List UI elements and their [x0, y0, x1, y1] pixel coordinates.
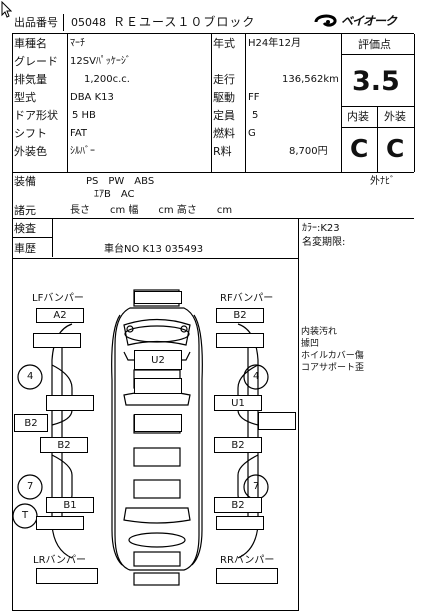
damage-mark-left-door: B2 — [40, 437, 88, 453]
fuel-value: G — [248, 128, 256, 139]
drive-value: FF — [248, 92, 260, 103]
year-label: 年式 — [213, 37, 235, 50]
blank-mark-box — [46, 395, 94, 411]
chassis-number: 車台NO K13 035493 — [104, 244, 204, 255]
damage-mark-left-edge: B2 — [14, 414, 48, 432]
note-1: 内装汚れ — [301, 327, 338, 337]
damage-mark-right-rear: B2 — [214, 497, 262, 513]
blank-mark-box — [216, 568, 278, 584]
blank-mark-box — [134, 414, 182, 432]
blank-mark-box — [36, 568, 98, 584]
grade-value: 12SVﾊﾟｯｹｰｼﾞ — [70, 56, 131, 67]
equipment-label: 装備 — [14, 175, 36, 188]
note-4: コアサポート歪 — [301, 363, 365, 373]
exterior-grade: C — [386, 134, 405, 163]
damage-mark-lf: A2 — [36, 308, 84, 323]
capacity-value: 5 — [252, 110, 259, 121]
blank-mark-box — [36, 516, 84, 530]
mouse-cursor-icon — [1, 1, 12, 18]
color-label: 外装色 — [14, 145, 47, 158]
blank-mark-box — [216, 333, 264, 348]
type-label: 型式 — [14, 91, 36, 104]
interior-label: 内装 — [347, 110, 369, 123]
wheel-mark-lf: 4 — [27, 371, 34, 382]
dims-value: 長さ cm 幅 cm 高さ cm — [70, 205, 233, 216]
rr-bumper-label: RRバンパー — [220, 555, 275, 566]
shift-value: FAT — [70, 128, 88, 139]
history-label: 車歴 — [14, 242, 36, 255]
grade-label: グレード — [14, 55, 58, 68]
damage-mark-rf: B2 — [216, 308, 264, 323]
blank-mark-box — [134, 378, 182, 394]
damage-mark-right-door: B2 — [214, 437, 262, 453]
exterior-label: 外装 — [384, 110, 406, 123]
doors-value: 5 HB — [72, 110, 96, 121]
interior-grade: C — [350, 134, 369, 163]
damage-mark-roof-front: U2 — [134, 350, 182, 370]
mileage-value: 136,562km — [282, 74, 339, 85]
lot-label: 出品番号 — [14, 16, 58, 29]
model-value: ﾏｰﾁ — [70, 38, 85, 49]
blank-mark-box — [33, 333, 81, 348]
doors-label: ドア形状 — [14, 109, 58, 122]
note-2: 據凹 — [301, 339, 320, 349]
displacement-value: 1,200c.c. — [84, 74, 130, 85]
drive-label: 駆動 — [213, 91, 235, 104]
name-change-deadline: 名変期限: — [302, 237, 346, 248]
blank-mark-box — [258, 412, 296, 430]
block-title: ＲＥユース１０ブロック — [113, 15, 256, 29]
shift-label: シフト — [14, 127, 47, 140]
wheel-mark-rf: 4 — [253, 371, 260, 382]
rf-bumper-label: RFバンパー — [220, 293, 274, 304]
color-value: ｼﾙﾊﾞｰ — [70, 146, 95, 157]
capacity-label: 定員 — [213, 109, 235, 122]
displacement-label: 排気量 — [14, 73, 47, 86]
lot-number: 05048 — [71, 16, 106, 29]
equipment-items-2: ｴｱB AC — [94, 189, 135, 200]
damage-mark-roof-right: U1 — [214, 395, 262, 411]
color-code: ｶﾗｰ:K23 — [302, 223, 340, 234]
dims-label: 諸元 — [14, 204, 36, 217]
wheel-mark-t: T — [22, 510, 29, 521]
blank-mark-box — [216, 516, 264, 530]
type-value: DBA K13 — [70, 92, 114, 103]
mileage-label: 走行 — [213, 73, 235, 86]
recycle-value: 8,700円 — [289, 146, 328, 157]
logo-swirl-icon — [314, 14, 337, 27]
wheel-mark-rr: 7 — [253, 481, 260, 492]
score-label: 評価点 — [358, 38, 391, 51]
recycle-label: R料 — [213, 145, 232, 158]
equipment-items: PS PW ABS — [86, 176, 155, 187]
lr-bumper-label: LRバンパー — [33, 555, 87, 566]
damage-mark-left-rear: B1 — [46, 497, 94, 513]
exterior-nav: 外ﾅﾋﾞ — [370, 176, 395, 187]
model-label: 車種名 — [14, 37, 47, 50]
wheel-mark-lr: 7 — [27, 481, 34, 492]
inspection-label: 検査 — [14, 222, 36, 235]
lf-bumper-label: LFバンパー — [32, 293, 84, 304]
overall-score: 3.5 — [352, 66, 400, 97]
fuel-label: 燃料 — [213, 127, 235, 140]
note-3: ホイルカバー傷 — [301, 351, 364, 361]
year-value: H24年12月 — [248, 38, 301, 49]
blank-mark-box — [134, 291, 182, 304]
